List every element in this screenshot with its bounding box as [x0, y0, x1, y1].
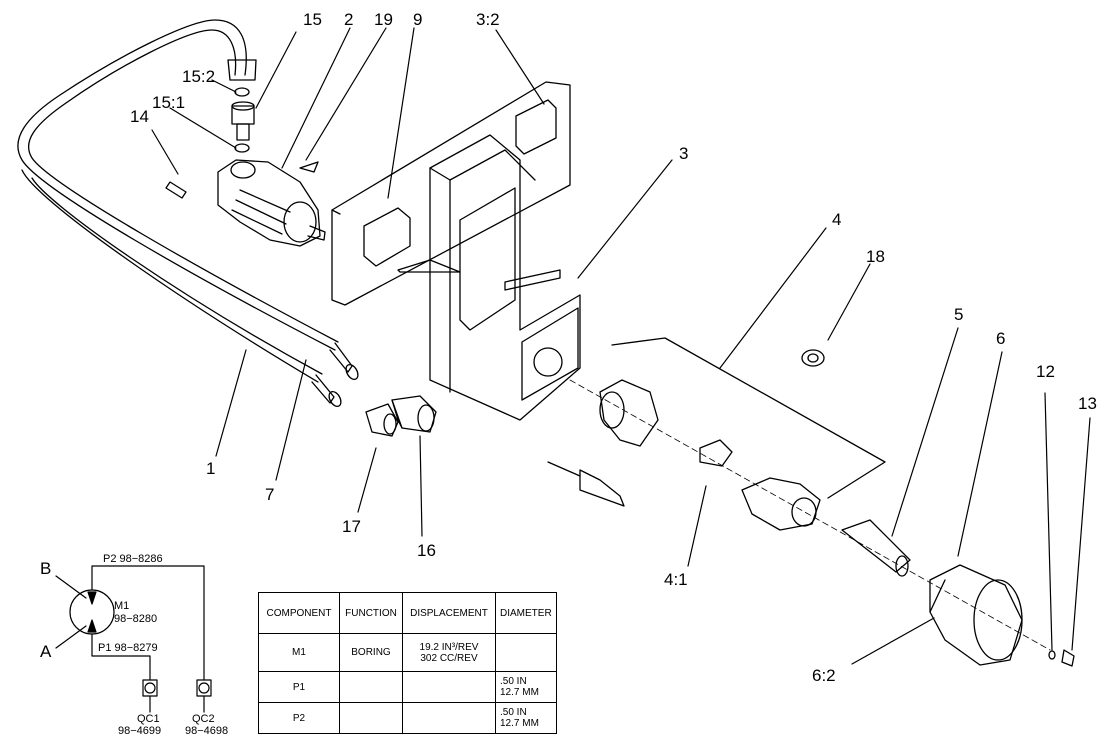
callout-7: 7	[265, 485, 275, 504]
displacement-line1: 19.2 IN³/REV	[419, 641, 479, 653]
cell-diameter: .50 IN 12.7 MM	[495, 702, 557, 734]
p1-line-label: P1 98−8279	[98, 642, 158, 654]
cell-displacement	[402, 702, 496, 734]
callout-4-1: 4:1	[664, 570, 688, 589]
port-b-label: B	[40, 559, 52, 578]
cell-component: M1	[258, 633, 340, 672]
diameter-line1: .50 IN	[500, 676, 527, 687]
quick-coupler-17	[365, 403, 399, 437]
callout-3-2: 3:2	[476, 10, 500, 29]
cell-function	[339, 671, 403, 703]
callout-19: 19	[374, 10, 393, 29]
callout-12: 12	[1036, 362, 1055, 381]
hose-assembly	[17, 19, 339, 383]
motor-part-label: 98−8280	[114, 613, 158, 625]
table-row: P1 .50 IN 12.7 MM	[258, 671, 557, 703]
callout-2: 2	[344, 10, 354, 29]
callout-6: 6	[996, 329, 1006, 348]
header-diameter: DIAMETER	[495, 592, 557, 634]
hydraulic-schematic	[55, 565, 212, 713]
diameter-line2: 12.7 MM	[500, 718, 539, 729]
exploded-outline	[611, 337, 886, 499]
cell-function: BORING	[339, 633, 403, 672]
callout-9: 9	[413, 10, 423, 29]
callout-15-2: 15:2	[182, 67, 216, 86]
quick-coupler-16	[391, 395, 437, 433]
hose-end-fitting	[227, 59, 257, 81]
specification-table: COMPONENT FUNCTION DISPLACEMENT DIAMETER…	[258, 592, 557, 734]
key-19	[299, 161, 319, 173]
qc1-part-label: 98−4699	[118, 725, 162, 737]
qc2-name-label: QC2	[192, 713, 215, 725]
shaft-5	[841, 519, 911, 577]
cell-component: P2	[258, 702, 340, 734]
callout-17: 17	[342, 517, 361, 536]
callout-5: 5	[954, 305, 964, 324]
callout-14: 14	[130, 107, 149, 126]
cell-component: P1	[258, 671, 340, 703]
header-component: COMPONENT	[258, 592, 340, 634]
cell-function	[339, 702, 403, 734]
bolt-13	[1061, 649, 1075, 667]
center-axis	[569, 379, 1051, 651]
cell-diameter: .50 IN 12.7 MM	[495, 671, 557, 703]
motor-id-label: M1	[114, 600, 130, 612]
table-row: M1 BORING 19.2 IN³/REV 302 CC/REV	[258, 633, 557, 672]
mounting-plate	[331, 81, 571, 306]
nut-18	[801, 349, 825, 367]
qc2-part-label: 98−4698	[185, 725, 229, 737]
callout-15: 15	[303, 10, 322, 29]
header-displacement: DISPLACEMENT	[402, 592, 496, 634]
leader-lines	[151, 27, 1091, 665]
callout-1: 1	[206, 459, 216, 478]
callout-4: 4	[832, 210, 842, 229]
cell-displacement	[402, 671, 496, 703]
callout-18: 18	[866, 247, 885, 266]
bracket-weldment	[397, 134, 581, 421]
hydraulic-motor	[217, 159, 326, 247]
port-a-label: A	[40, 642, 52, 661]
callout-3: 3	[679, 144, 689, 163]
cell-displacement: 19.2 IN³/REV 302 CC/REV	[402, 633, 496, 672]
displacement-line2: 302 CC/REV	[420, 652, 478, 664]
diameter-line1: .50 IN	[500, 707, 527, 718]
table-row: P2 .50 IN 12.7 MM	[258, 702, 557, 734]
callout-16: 16	[417, 541, 436, 560]
cell-diameter	[495, 633, 557, 672]
guard-6	[929, 564, 1023, 666]
hose-end-fittings	[311, 342, 359, 408]
callout-13: 13	[1078, 394, 1097, 413]
p2-line-label: P2 98−8286	[103, 553, 163, 565]
diameter-line2: 12.7 MM	[500, 687, 539, 698]
callout-6-2: 6:2	[812, 666, 836, 685]
spec-header-row: COMPONENT FUNCTION DISPLACEMENT DIAMETER	[258, 592, 557, 634]
header-function: FUNCTION	[339, 592, 403, 634]
callout-15-1: 15:1	[152, 93, 186, 112]
plug-14	[165, 181, 187, 199]
qc1-name-label: QC1	[137, 713, 160, 725]
washer-12	[1048, 650, 1056, 660]
